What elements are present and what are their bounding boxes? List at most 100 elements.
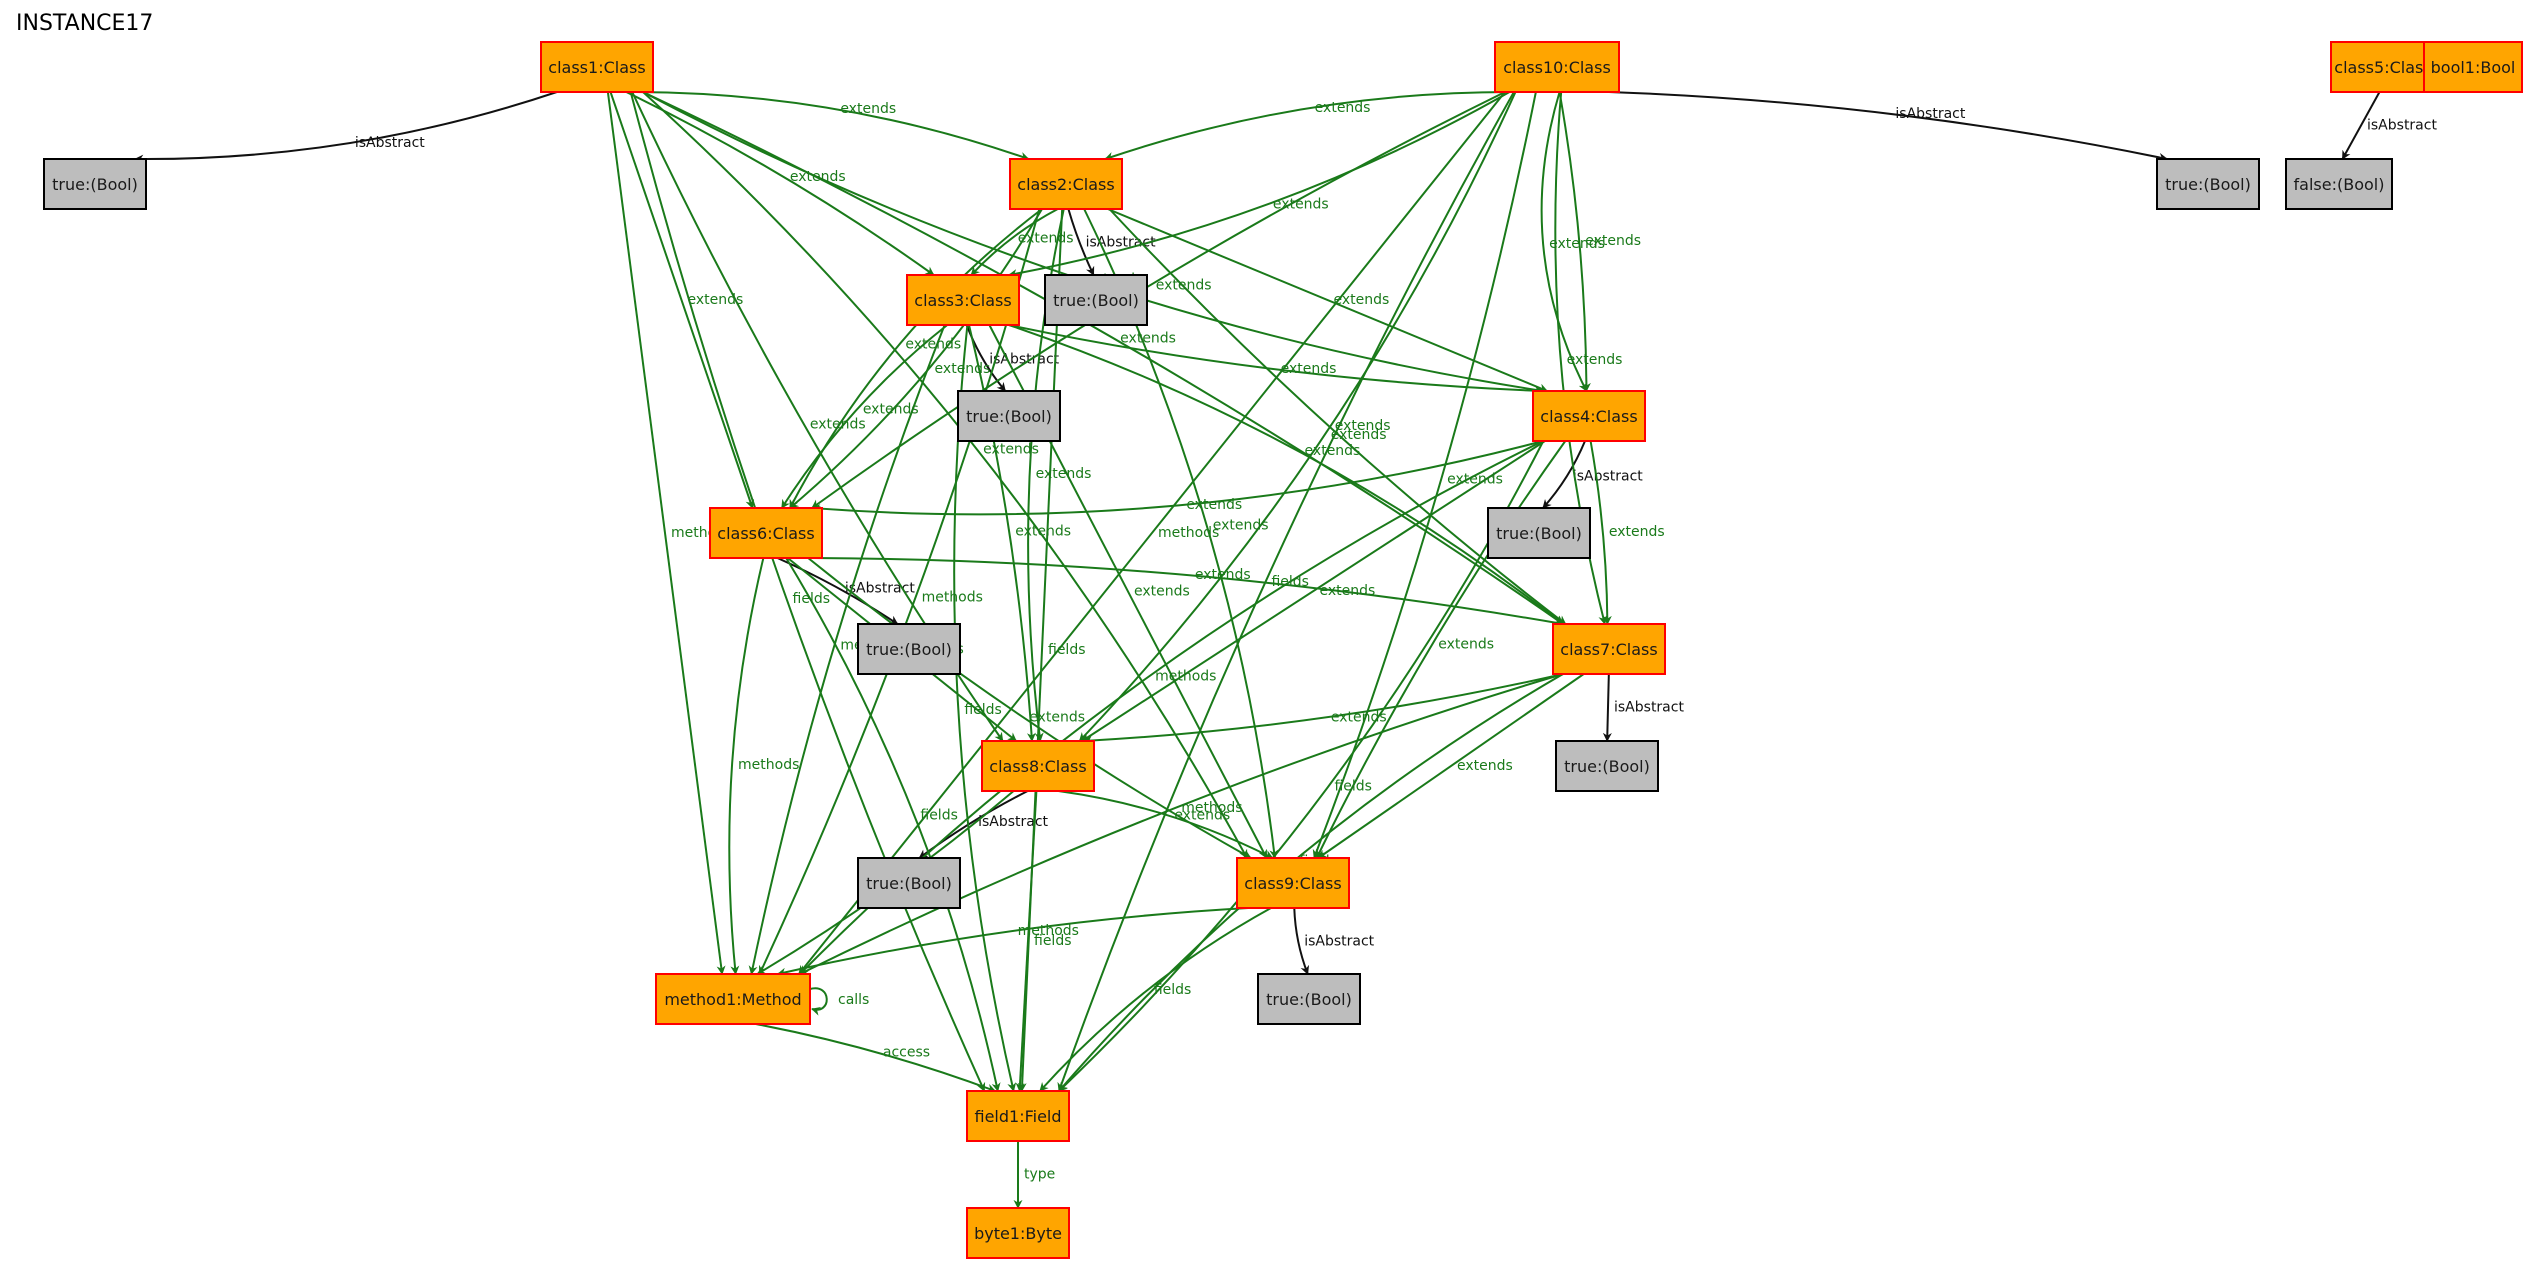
node-true_c4[interactable]: true:(Bool) xyxy=(1487,507,1591,559)
extends-edge-class3-to-class6: extends xyxy=(780,324,948,509)
node-label: byte1:Byte xyxy=(974,1224,1062,1243)
node-class9[interactable]: class9:Class xyxy=(1236,857,1350,909)
edge-label: methods xyxy=(1181,800,1242,816)
isAbstract-edge-class8-to-true_c8: isAbstract xyxy=(918,790,1049,859)
node-byte1[interactable]: byte1:Byte xyxy=(966,1207,1070,1259)
edge-line xyxy=(1317,673,1585,859)
node-box xyxy=(857,857,961,909)
access-edge-method1-to-field1: access xyxy=(755,1023,997,1093)
isAbstract-edge-class1-to-true_c1: isAbstract xyxy=(134,91,558,164)
node-true_c3[interactable]: true:(Bool) xyxy=(957,390,1061,442)
node-box xyxy=(1487,507,1591,559)
edge-label: extends xyxy=(1585,233,1641,249)
edge-label: extends xyxy=(1335,418,1391,434)
node-true_c2[interactable]: true:(Bool) xyxy=(1044,274,1148,326)
node-label: field1:Field xyxy=(974,1107,1061,1126)
node-true_c1[interactable]: true:(Bool) xyxy=(43,158,147,210)
edge-line xyxy=(1078,91,1517,742)
extends-edge-class4-to-class6: extends xyxy=(811,440,1544,516)
node-label: false:(Bool) xyxy=(2294,175,2385,194)
node-box xyxy=(1552,623,1666,675)
edge-label: extends xyxy=(1305,443,1361,459)
node-class4[interactable]: class4:Class xyxy=(1532,390,1646,442)
node-false_c5[interactable]: false:(Bool) xyxy=(2285,158,2393,210)
edge-line xyxy=(776,907,1249,977)
calls-edge-method1-to-method1: calls xyxy=(809,987,869,1016)
node-bool1[interactable]: bool1:Bool xyxy=(2423,41,2523,93)
edge-label: extends xyxy=(1281,361,1337,377)
methods-edge-class6-to-method1: methods xyxy=(728,557,799,975)
edge-label: isAbstract xyxy=(1304,934,1374,950)
extends-edge-class10-to-class4: extends xyxy=(1558,91,1641,392)
node-label: class8:Class xyxy=(989,757,1086,776)
node-box xyxy=(957,390,1061,442)
edge-label: methods xyxy=(1018,923,1079,939)
node-class3[interactable]: class3:Class xyxy=(906,274,1020,326)
edge-line xyxy=(1058,790,1274,859)
node-box xyxy=(981,740,1095,792)
edge-line xyxy=(1015,790,1038,1092)
edge-line xyxy=(811,440,1544,516)
edge-label: isAbstract xyxy=(845,580,915,596)
extends-edge-class7-to-class9: extends xyxy=(1317,673,1585,859)
extends-edge-class4-to-class7: extends xyxy=(1589,440,1665,625)
type-edge-field1-to-byte1: type xyxy=(1013,1140,1055,1209)
edge-line xyxy=(134,91,558,164)
node-class8[interactable]: class8:Class xyxy=(981,740,1095,792)
edge-line xyxy=(780,324,948,509)
extends-edge-class1-to-class2: extends xyxy=(634,91,1030,161)
node-true_c7[interactable]: true:(Bool) xyxy=(1555,740,1659,792)
isAbstract-edge-class3-to-true_c3: isAbstract xyxy=(965,324,1060,392)
edge-line xyxy=(1108,208,1567,625)
node-label: class4:Class xyxy=(1540,407,1637,426)
node-box xyxy=(43,158,147,210)
edge-label: extends xyxy=(1015,524,1071,540)
extends-edge-class3-to-class4: extends xyxy=(1008,324,1544,396)
node-label: true:(Bool) xyxy=(1266,990,1352,1009)
node-box xyxy=(966,1090,1070,1142)
node-true_c8[interactable]: true:(Bool) xyxy=(857,857,961,909)
edge-label: extends xyxy=(1331,427,1387,443)
node-box xyxy=(1494,41,1620,93)
node-class1[interactable]: class1:Class xyxy=(540,41,654,93)
extends-edge-class7-to-class8: extends xyxy=(1082,673,1564,746)
node-class2[interactable]: class2:Class xyxy=(1009,158,1123,210)
extends-edge-class4-to-class9: extends xyxy=(1315,440,1567,859)
edge-line xyxy=(1293,907,1310,975)
edge-label: extends xyxy=(1438,636,1494,652)
edge-line xyxy=(634,91,1030,161)
node-true_c9[interactable]: true:(Bool) xyxy=(1257,973,1361,1025)
fields-edge-class9-to-field1: fields xyxy=(1039,907,1272,1092)
node-true_c6[interactable]: true:(Bool) xyxy=(857,623,961,675)
edge-line xyxy=(1008,91,1510,278)
node-box xyxy=(540,41,654,93)
edge-label: fields xyxy=(920,808,958,824)
edge-label: extends xyxy=(840,101,896,117)
node-label: true:(Bool) xyxy=(866,874,952,893)
node-box xyxy=(1009,158,1123,210)
edge-label: isAbstract xyxy=(1573,468,1643,484)
node-label: true:(Bool) xyxy=(1564,757,1650,776)
edge-line xyxy=(1039,907,1272,1092)
isAbstract-edge-class6-to-true_c6: isAbstract xyxy=(777,557,915,625)
node-class10[interactable]: class10:Class xyxy=(1494,41,1620,93)
node-label: class6:Class xyxy=(717,524,814,543)
extends-edge-class10-to-class3: extends xyxy=(1008,91,1510,278)
node-box xyxy=(709,507,823,559)
edge-line xyxy=(1315,440,1567,859)
edge-line xyxy=(609,91,755,509)
node-class7[interactable]: class7:Class xyxy=(1552,623,1666,675)
edge-line xyxy=(748,324,946,975)
node-true_c10[interactable]: true:(Bool) xyxy=(2156,158,2260,210)
node-class6[interactable]: class6:Class xyxy=(709,507,823,559)
node-method1[interactable]: method1:Method xyxy=(655,973,811,1025)
edge-line xyxy=(811,557,1564,628)
node-class5[interactable]: class5:Class xyxy=(2330,41,2436,93)
fields-edge-class6-to-field1: fields xyxy=(785,557,1001,1092)
edge-line xyxy=(1558,91,1591,392)
node-field1[interactable]: field1:Field xyxy=(966,1090,1070,1142)
node-label: class3:Class xyxy=(914,291,1011,310)
edge-label: methods xyxy=(1155,668,1216,684)
edge-line xyxy=(1104,90,1518,161)
